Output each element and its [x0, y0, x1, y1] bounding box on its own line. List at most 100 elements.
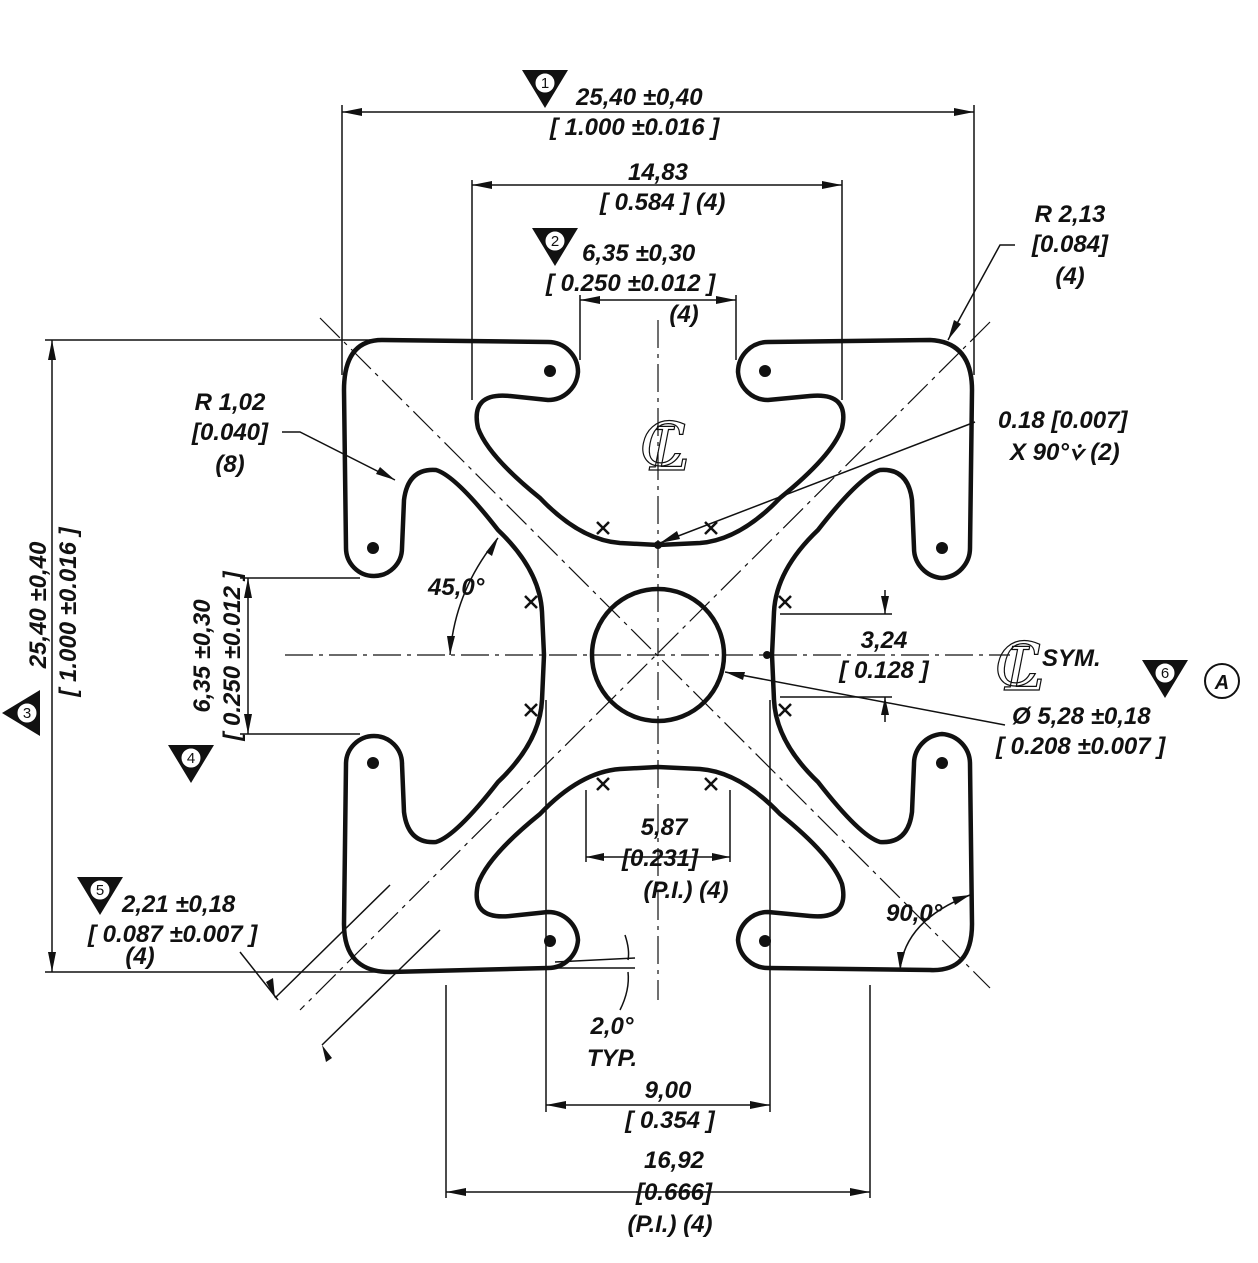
small-radius-count: (8) — [215, 451, 244, 478]
overall-width-mm: 25,40 ±0,40 — [575, 84, 703, 111]
callout-1: 1 — [522, 70, 568, 108]
hole-dot — [936, 542, 948, 554]
hole-dot — [367, 757, 379, 769]
corner-radius-in: [0.084] — [1031, 231, 1109, 258]
draft-note: TYP. — [587, 1045, 637, 1072]
core-width-mm: 9,00 — [645, 1077, 692, 1104]
wall-dim-line — [274, 884, 391, 999]
inner-slot-note: (P.I.) (4) — [644, 877, 729, 904]
pitch-mm: 16,92 — [644, 1147, 705, 1174]
bore-mm: Ø 5,28 ±0,18 — [1012, 703, 1151, 730]
arrowhead — [822, 181, 842, 189]
arrowhead — [376, 467, 395, 480]
arrowhead — [580, 296, 600, 304]
centerline-symbol-vertical: C — [640, 410, 686, 480]
arrowhead — [446, 1188, 466, 1196]
wall-dim-line — [321, 929, 441, 1046]
wall-in: [ 0.087 ±0.007 ] — [87, 921, 258, 948]
core-width-in: [ 0.354 ] — [624, 1107, 715, 1134]
svg-text:3: 3 — [23, 705, 31, 722]
wall-count: (4) — [125, 943, 154, 970]
side-slot-in: [ 0.250 ±0.012 ] — [219, 570, 246, 741]
draft-angle-arc — [624, 934, 630, 961]
slot-count: (4) — [669, 301, 698, 328]
inner-slot-in: [0.231] — [621, 845, 699, 872]
corner-radius-count: (4) — [1055, 263, 1084, 290]
corner-radius-mm: R 2,13 — [1035, 201, 1106, 228]
angle-90-label: 90,0° — [886, 900, 943, 927]
side-slot-mm: 6,35 ±0,30 — [189, 599, 216, 713]
svg-text:1: 1 — [541, 75, 549, 92]
arrowhead — [244, 714, 252, 734]
hole-dot — [936, 757, 948, 769]
svg-text:5: 5 — [96, 882, 104, 899]
hole-dot — [759, 365, 771, 377]
offset-mm: 3,24 — [861, 627, 908, 654]
small-radius-in: [0.040] — [191, 419, 269, 446]
overall-width-in: [ 1.000 ±0.016 ] — [549, 114, 720, 141]
inner-width-in: [ 0.584 ] (4) — [599, 189, 725, 216]
arrowhead — [881, 697, 889, 715]
centerline-symbol-horizontal: L — [1004, 635, 1045, 705]
centerline-symbol-horizontal: C — [995, 630, 1041, 700]
arrowhead — [881, 596, 889, 614]
offset-in: [ 0.128 ] — [838, 657, 929, 684]
arrowhead — [948, 320, 961, 340]
svg-text:4: 4 — [187, 750, 195, 767]
callout-2: 2 — [532, 228, 578, 266]
arrowhead — [342, 108, 362, 116]
hole-dot — [544, 365, 556, 377]
centerline-diagonal-b — [299, 321, 991, 1011]
groove-dot — [763, 651, 771, 659]
arrowhead — [486, 538, 498, 556]
angle-45-label: 45,0° — [427, 574, 485, 601]
arrowhead — [546, 1101, 566, 1109]
x-marks — [524, 521, 792, 791]
arrowhead — [954, 108, 974, 116]
small-radius-leader — [282, 431, 396, 481]
arrowhead — [586, 853, 604, 861]
slot-width-mm: 6,35 ±0,30 — [582, 240, 696, 267]
draft-angle-arc — [619, 971, 630, 1011]
arrowhead — [322, 1045, 332, 1062]
callout-4: 4 — [168, 745, 214, 783]
groove-dim: 0.18 [0.007] — [998, 407, 1128, 434]
centerline-symbol-vertical: L — [649, 415, 690, 485]
arrowhead — [660, 531, 680, 543]
callout-5: 5 — [77, 877, 123, 915]
datum-a-badge: A — [1204, 663, 1240, 699]
bore-in: [ 0.208 ±0.007 ] — [995, 733, 1166, 760]
arrowhead — [716, 296, 736, 304]
hole-dot — [367, 542, 379, 554]
arrowhead — [750, 1101, 770, 1109]
bore-leader — [724, 671, 1006, 726]
arrowhead — [850, 1188, 870, 1196]
groove-leader — [659, 421, 976, 544]
groove-note: X 90°⩒ (2) — [1008, 439, 1120, 466]
arrowhead — [712, 853, 730, 861]
arrowhead — [48, 952, 56, 972]
hole-dot — [759, 935, 771, 947]
overall-height-in: [ 1.000 ±0.016 ] — [55, 526, 82, 697]
arrowhead — [244, 578, 252, 598]
slot-width-in: [ 0.250 ±0.012 ] — [545, 270, 716, 297]
svg-text:A: A — [1214, 672, 1229, 694]
ext-line — [554, 957, 636, 963]
svg-text:6: 6 — [1161, 665, 1169, 682]
inner-slot-mm: 5,87 — [641, 814, 689, 841]
arrowhead — [48, 340, 56, 360]
callout-6: 6 — [1142, 660, 1188, 698]
draft-angle: 2,0° — [590, 1013, 634, 1040]
svg-text:2: 2 — [551, 233, 559, 250]
small-radius-mm: R 1,02 — [195, 389, 266, 416]
arrowhead — [447, 636, 455, 655]
corner-radius-leader — [947, 244, 1015, 341]
hole-dot — [544, 935, 556, 947]
wall-mm: 2,21 ±0,18 — [121, 891, 236, 918]
arrowhead — [472, 181, 492, 189]
sym-label: SYM. — [1042, 645, 1101, 672]
pitch-note: (P.I.) (4) — [628, 1211, 713, 1238]
arrowhead — [266, 978, 275, 998]
centerline-diagonal-a — [319, 317, 991, 989]
